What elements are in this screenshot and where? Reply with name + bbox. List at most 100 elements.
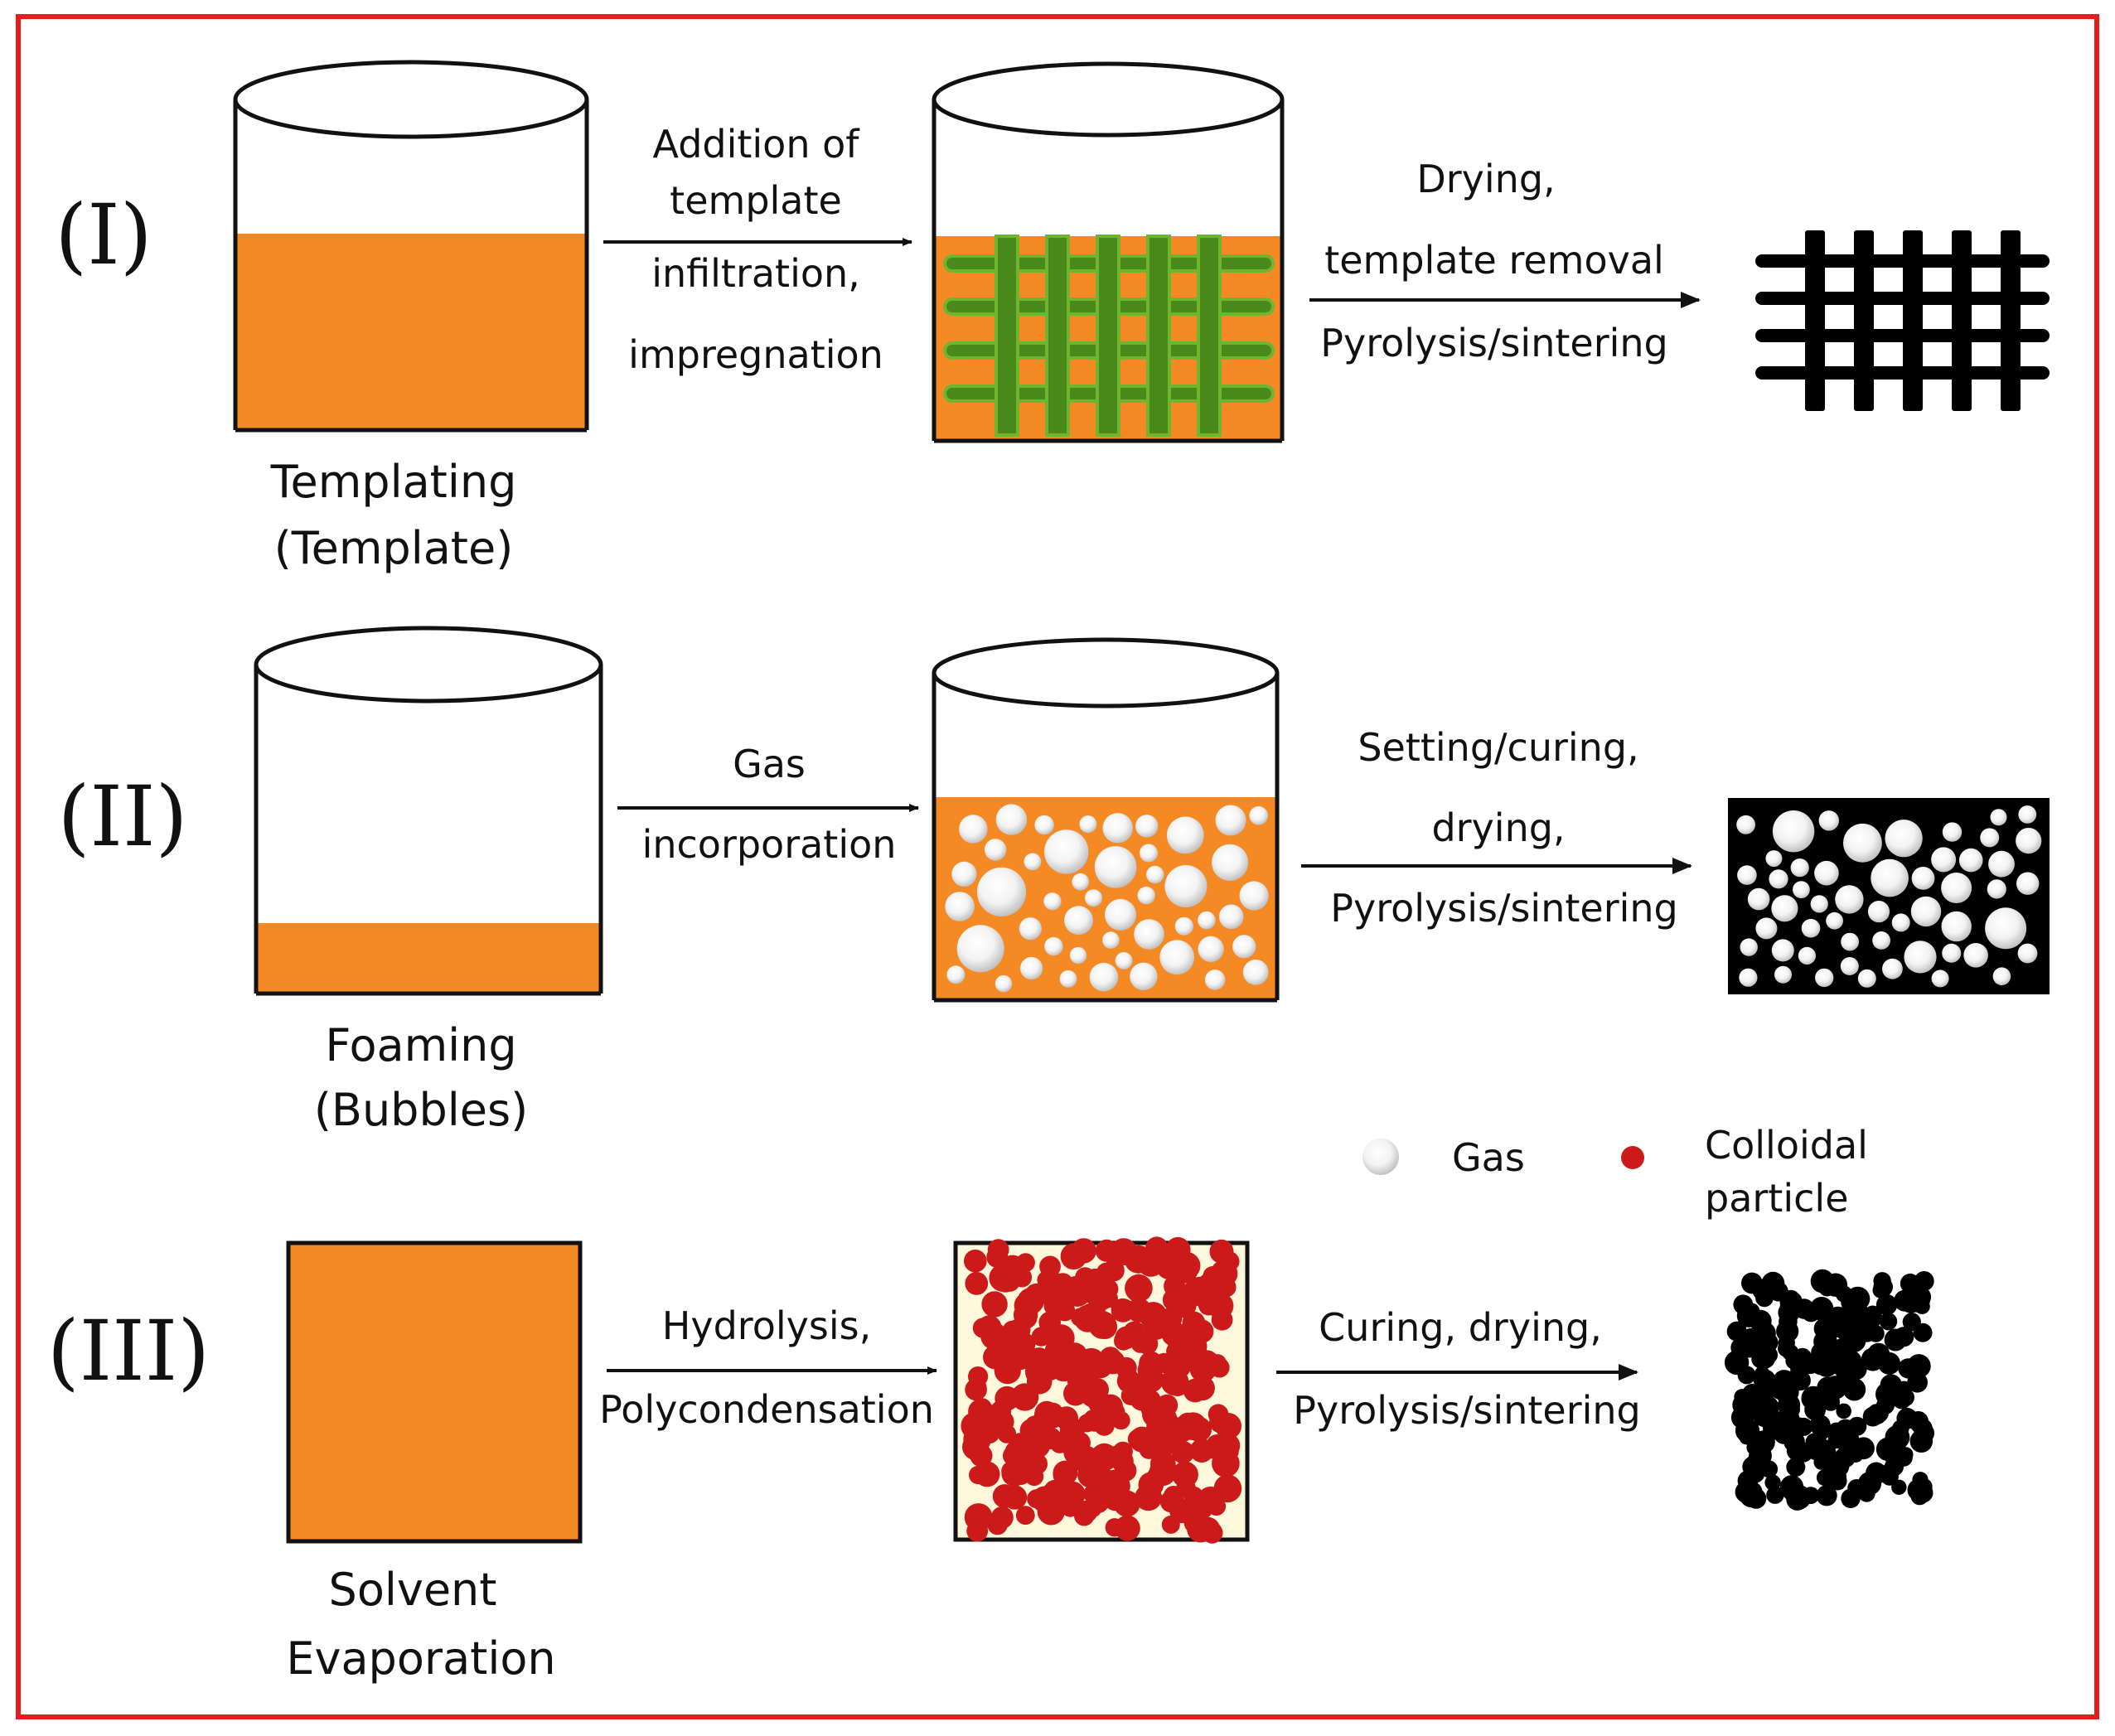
particle-icon — [1802, 1303, 1821, 1323]
particle-icon — [1779, 1475, 1804, 1499]
particle-icon — [1111, 1298, 1135, 1323]
bubble-icon — [1362, 1139, 1399, 1175]
particle-icon — [1843, 1354, 1860, 1371]
bubble-icon — [1840, 957, 1859, 975]
particle-icon — [1892, 1419, 1909, 1438]
bubble-icon — [1198, 936, 1224, 962]
bubble-icon — [1115, 952, 1133, 970]
particle-icon — [1190, 1319, 1214, 1343]
particle-icon — [1749, 1309, 1772, 1332]
particle-icon — [1010, 1383, 1039, 1411]
particle-icon — [1786, 1458, 1806, 1477]
particle-icon — [1151, 1459, 1173, 1482]
step2-label-line3: Pyrolysis/sintering — [1330, 886, 1678, 931]
bubble-icon — [1990, 809, 2007, 826]
bubble-icon — [1771, 895, 1798, 922]
particle-icon — [999, 1270, 1020, 1292]
step1-label-line2: template — [670, 178, 842, 223]
particle-icon — [965, 1505, 985, 1525]
bubble-icon — [1987, 879, 2006, 899]
bubble-icon — [1843, 823, 1882, 863]
particle-icon — [1801, 1385, 1826, 1411]
bubble-icon — [1841, 932, 1860, 951]
bubble-icon — [1992, 967, 2011, 985]
particle-icon — [1115, 1356, 1137, 1379]
template-bar-vertical — [1197, 235, 1222, 437]
particle-icon — [1043, 1430, 1062, 1449]
particle-icon — [1005, 1329, 1027, 1351]
bubble-icon — [1872, 931, 1891, 950]
particle-icon — [1183, 1514, 1203, 1533]
particle-icon — [1024, 1283, 1048, 1307]
method-label-line2: (Template) — [274, 522, 514, 574]
particle-icon — [1774, 1424, 1794, 1444]
bubble-icon — [946, 965, 966, 984]
particle-icon — [1621, 1146, 1644, 1169]
bubble-icon — [1064, 906, 1093, 936]
bubble-icon — [1024, 853, 1042, 871]
bubble-icon — [1910, 896, 1942, 927]
particle-icon — [983, 1345, 1008, 1370]
bubble-icon — [2018, 805, 2037, 824]
particle-icon — [1154, 1352, 1175, 1374]
particle-icon — [1219, 1442, 1239, 1462]
bubble-icon — [959, 815, 988, 844]
particle-icon — [1009, 1463, 1032, 1486]
bubble-icon — [1931, 847, 1957, 873]
bubble-icon — [1772, 810, 1815, 853]
product-bar-horizontal — [1755, 366, 2050, 380]
particle-icon — [990, 1506, 1014, 1529]
bubble-icon — [976, 867, 1027, 916]
particle-icon — [1004, 1439, 1029, 1464]
particle-icon — [1090, 1443, 1119, 1472]
particle-icon — [1755, 1339, 1775, 1359]
particle-icon — [1113, 1490, 1140, 1517]
bubble-icon — [1867, 901, 1890, 923]
particle-icon — [1082, 1409, 1106, 1432]
bubble-icon — [1835, 885, 1864, 914]
particle-icon — [981, 1291, 1008, 1318]
particle-icon — [1065, 1275, 1087, 1298]
product-bar-vertical — [1952, 230, 1972, 411]
solution-block — [286, 1240, 583, 1544]
bubble-icon — [1159, 940, 1195, 975]
beaker-icon — [932, 61, 1285, 443]
method-label-line2: Evaporation — [286, 1632, 555, 1685]
bubble-icon — [1941, 911, 1972, 942]
bubble-icon — [1218, 904, 1244, 930]
bubble-icon — [1737, 865, 1757, 885]
bubble-icon — [1239, 881, 1269, 911]
particle-icon — [1067, 1367, 1093, 1394]
particle-icon — [1189, 1439, 1214, 1463]
bubble-icon — [1904, 941, 1937, 974]
outer-frame — [16, 14, 2099, 1719]
particle-icon — [1790, 1359, 1810, 1380]
beaker-icon — [254, 626, 603, 996]
step2-label-line2: drying, — [1431, 805, 1565, 850]
step1-label-line2: incorporation — [642, 822, 897, 867]
particle-icon — [1096, 1262, 1117, 1283]
particle-icon — [1857, 1472, 1882, 1496]
particle-icon — [1892, 1390, 1912, 1410]
bubble-icon — [1871, 858, 1909, 897]
template-bar-vertical — [1096, 235, 1120, 437]
step2-label-line1: Curing, drying, — [1319, 1305, 1602, 1350]
legend-colloid-label-line2: particle — [1705, 1176, 1849, 1221]
particle-icon — [1802, 1487, 1820, 1504]
product-bar-horizontal — [1755, 292, 2050, 305]
method-label-line2: (Bubbles) — [314, 1084, 528, 1136]
particle-icon — [965, 1272, 989, 1295]
particle-icon — [1136, 1255, 1156, 1274]
porous-product-mesh — [1755, 230, 2050, 411]
particle-icon — [1783, 1289, 1800, 1308]
particle-icon — [1816, 1469, 1833, 1487]
particle-icon — [1095, 1484, 1117, 1506]
particle-icon — [1087, 1352, 1113, 1379]
product-bar-horizontal — [1755, 254, 2050, 268]
bubble-icon — [995, 804, 1028, 835]
particle-icon — [1779, 1405, 1796, 1421]
particle-icon — [1130, 1334, 1149, 1353]
slurry-fill — [256, 923, 601, 994]
particle-icon — [1906, 1354, 1931, 1378]
particle-icon — [1161, 1515, 1180, 1534]
